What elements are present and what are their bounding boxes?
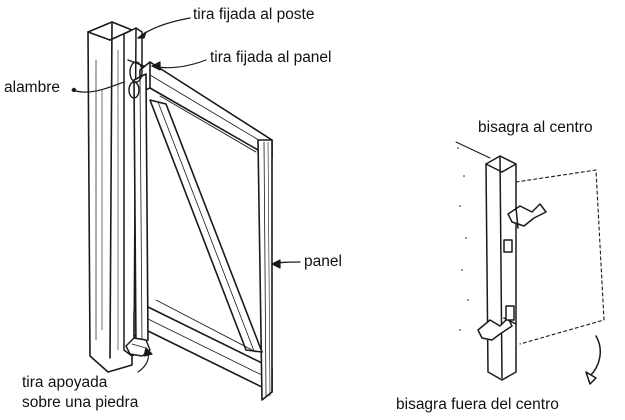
label-panel: panel: [304, 253, 342, 270]
label-hinge-center: bisagra al centro: [478, 119, 593, 136]
label-strip-on-rock-line1: tira apoyada: [22, 374, 108, 391]
hinge-detail: [455, 141, 605, 385]
gate-panel: [133, 61, 273, 401]
label-strip-on-rock-line2: sobre una piedra: [22, 394, 139, 411]
wire: [127, 59, 145, 99]
post: [87, 21, 133, 373]
label-strip-fixed-to-post: tira fijada al poste: [193, 6, 315, 23]
label-strip-fixed-to-panel: tira fijada al panel: [210, 49, 332, 66]
leader-lines-left: [71, 17, 301, 373]
rock: [125, 337, 151, 357]
label-wire: alambre: [4, 79, 60, 96]
label-hinge-off-center: bisagra fuera del centro: [396, 396, 559, 413]
